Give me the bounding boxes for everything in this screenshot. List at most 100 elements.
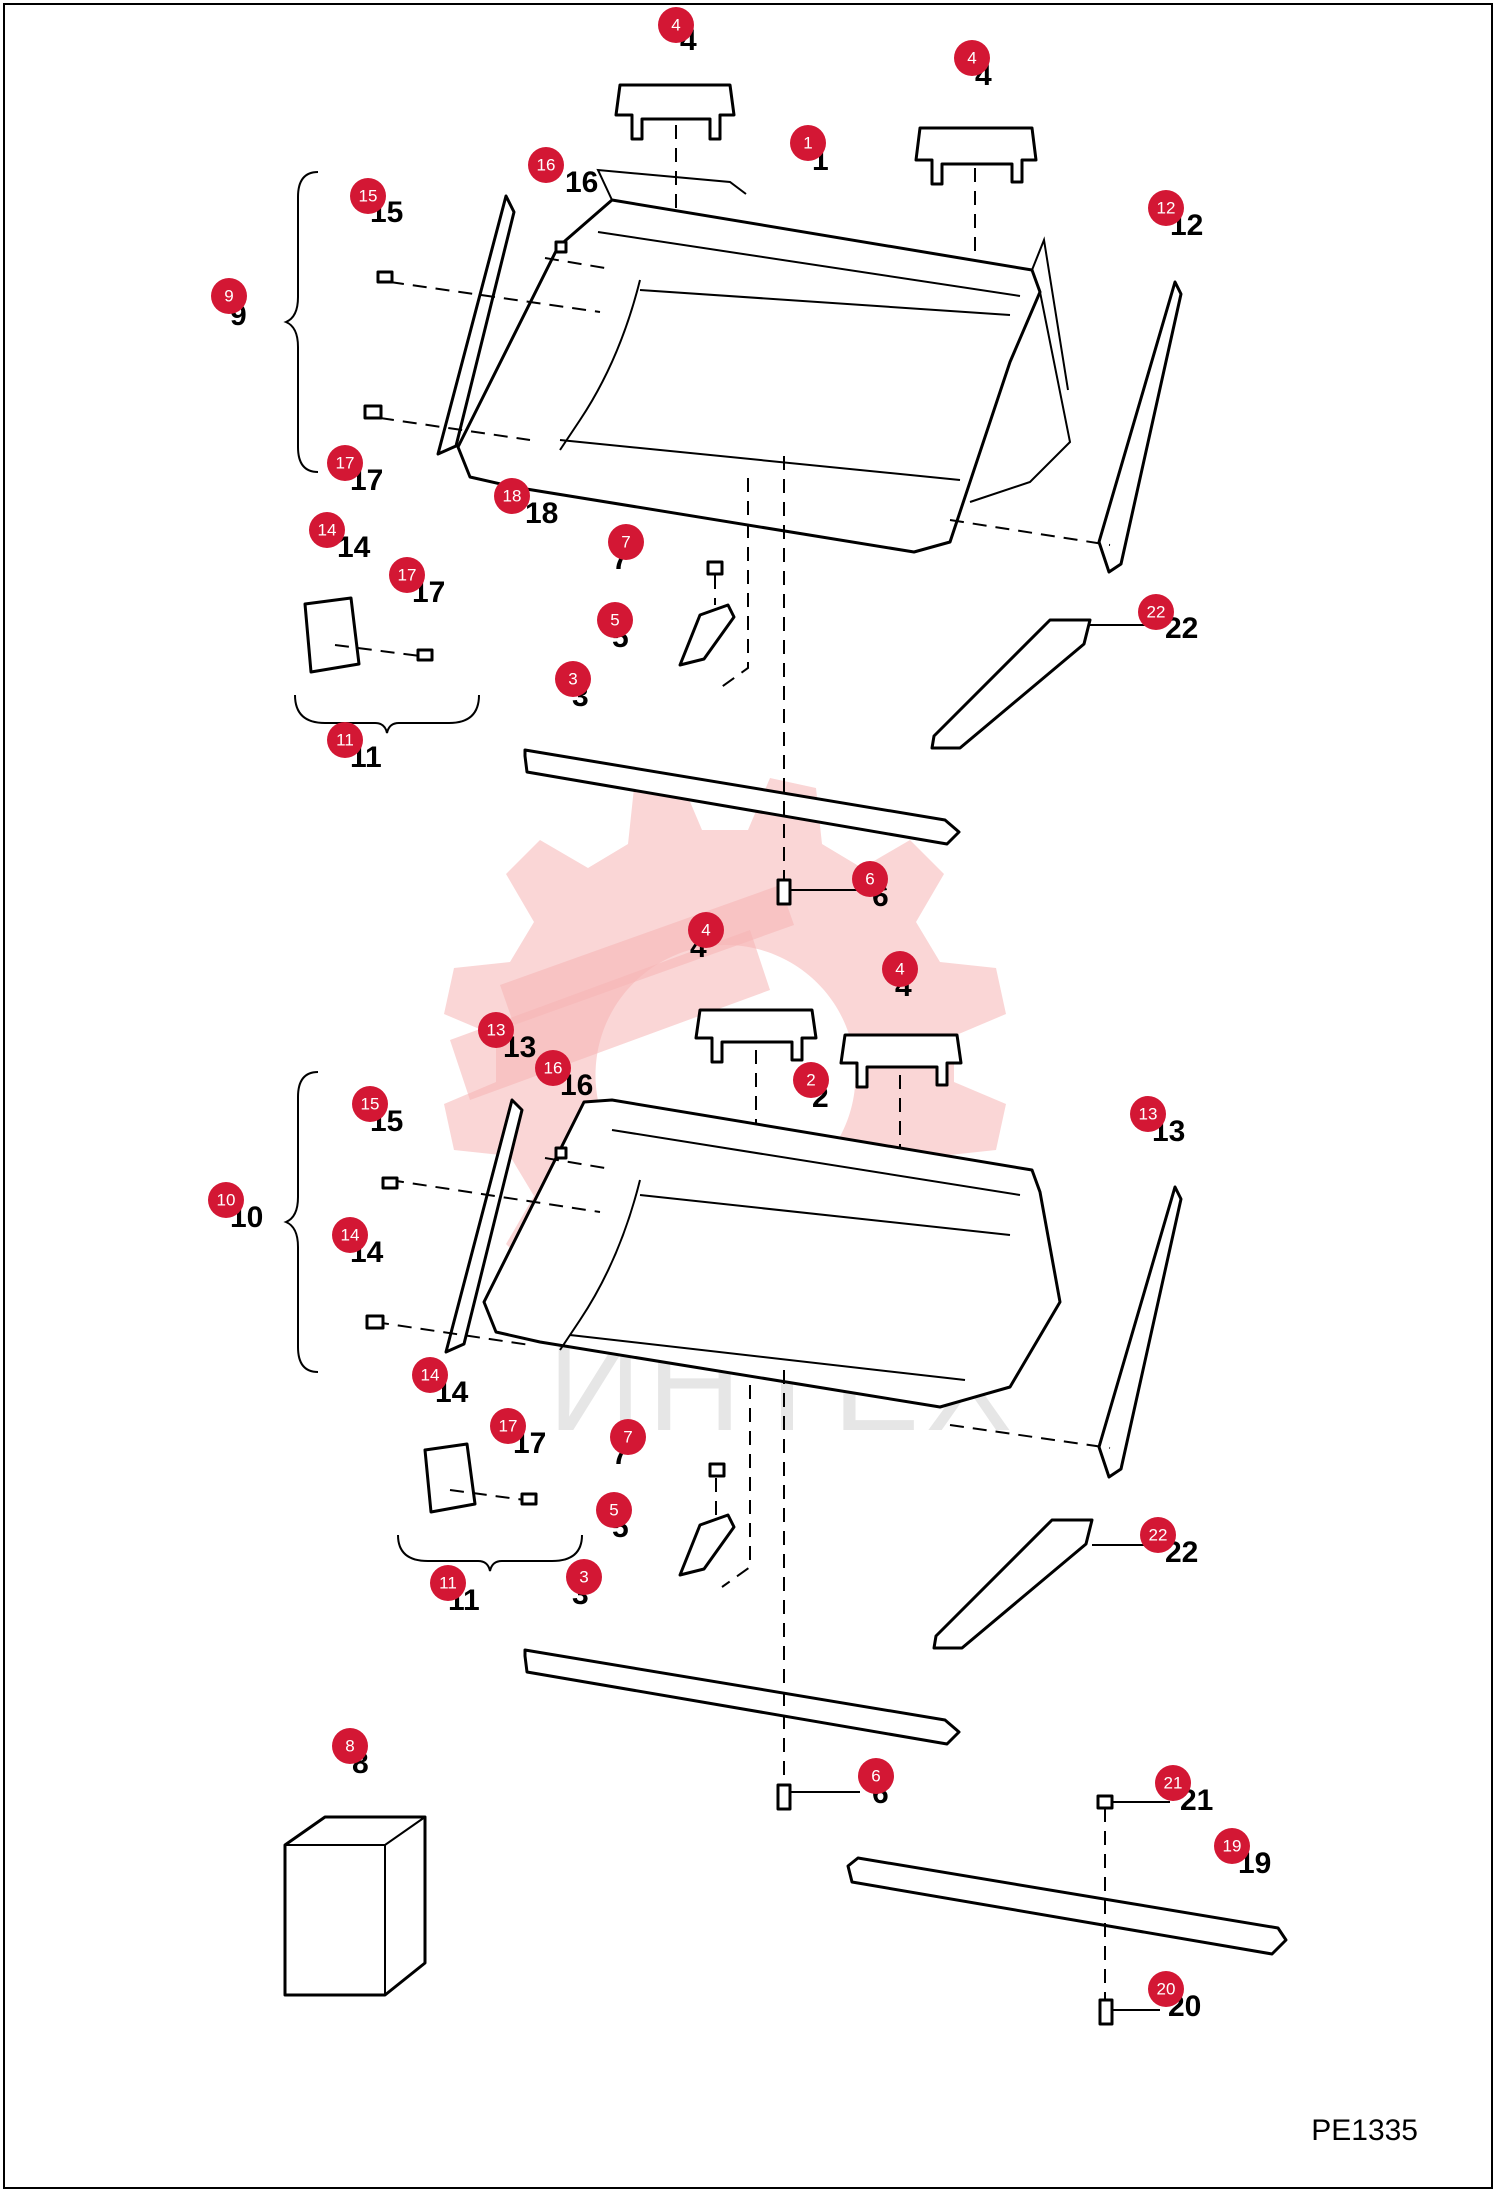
svg-text:8: 8 (345, 1737, 354, 1756)
svg-text:4: 4 (671, 16, 680, 35)
svg-text:14: 14 (318, 521, 337, 540)
callout-badge: 13 (478, 1012, 514, 1048)
svg-text:6: 6 (871, 1767, 880, 1786)
side-plate-shape (1097, 1185, 1183, 1479)
svg-text:22: 22 (1147, 603, 1166, 622)
svg-text:21: 21 (1164, 1774, 1183, 1793)
bolt-shape (376, 270, 394, 284)
drawing-frame (3, 3, 1493, 2189)
svg-text:4: 4 (701, 921, 710, 940)
svg-text:6: 6 (865, 870, 874, 889)
svg-text:13: 13 (1139, 1105, 1158, 1124)
callout-badge: 1 (790, 125, 826, 161)
callout-badge: 15 (350, 178, 386, 214)
svg-text:17: 17 (499, 1417, 518, 1436)
callout-badge: 22 (1140, 1517, 1176, 1553)
callout-badge: 15 (352, 1086, 388, 1122)
callout-badge: 21 (1155, 1765, 1191, 1801)
side-cutter-shape (932, 1518, 1094, 1650)
bracket-shape (423, 1442, 477, 1514)
tooth-bar-shape (694, 1008, 818, 1064)
tooth-shape (678, 603, 736, 667)
callout-badge: 7 (608, 524, 644, 560)
callout-badge: 3 (555, 661, 591, 697)
callout-badge: 10 (208, 1182, 244, 1218)
svg-text:17: 17 (336, 454, 355, 473)
svg-text:5: 5 (609, 1501, 618, 1520)
svg-text:13: 13 (487, 1021, 506, 1040)
callout-badge: 12 (1148, 190, 1184, 226)
svg-text:16: 16 (537, 156, 556, 175)
callout-badge: 11 (430, 1565, 466, 1601)
callout-badge: 4 (882, 951, 918, 987)
bolt-shape (363, 404, 383, 420)
bucket-body-shape (456, 198, 1042, 554)
side-plate-shape (436, 194, 516, 456)
callout-badge: 6 (858, 1758, 894, 1794)
side-plate-shape (444, 1098, 524, 1354)
svg-text:3: 3 (579, 1568, 588, 1587)
callout-badge: 9 (211, 278, 247, 314)
svg-text:7: 7 (621, 533, 630, 552)
callout-badge: 14 (332, 1217, 368, 1253)
callout-badge: 20 (1148, 1971, 1184, 2007)
callout-badge: 2 (793, 1062, 829, 1098)
callout-badge: 4 (954, 40, 990, 76)
svg-text:19: 19 (1223, 1837, 1242, 1856)
svg-text:4: 4 (895, 960, 904, 979)
bottom-bucket-assembly (283, 1008, 1288, 2026)
callout-number: 16 (565, 166, 598, 199)
svg-text:10: 10 (217, 1191, 236, 1210)
callout-badge: 8 (332, 1728, 368, 1764)
callout-badge: 11 (327, 722, 363, 758)
cutting-edge-shape (846, 1856, 1288, 1956)
nut-shape (554, 240, 568, 254)
callout-badge: 6 (852, 861, 888, 897)
parts-box-shape (283, 1815, 427, 1997)
cutting-edge-shape (523, 1648, 961, 1746)
svg-text:16: 16 (544, 1059, 563, 1078)
callout-badge: 14 (412, 1357, 448, 1393)
bracket-shape (303, 596, 361, 674)
svg-text:15: 15 (359, 187, 378, 206)
callout-badge: 22 (1138, 594, 1174, 630)
top-bucket-assembly (283, 83, 1183, 906)
tooth-shape (678, 1513, 736, 1577)
svg-text:17: 17 (398, 566, 417, 585)
svg-text:1: 1 (803, 134, 812, 153)
tooth-bar-shape (614, 83, 736, 141)
bucket-body-shape (482, 1098, 1062, 1409)
svg-text:11: 11 (336, 731, 354, 750)
svg-text:9: 9 (224, 287, 233, 306)
svg-text:7: 7 (623, 1428, 632, 1447)
callout-badge: 18 (494, 478, 530, 514)
callout-number: 18 (525, 497, 558, 530)
side-plate-shape (1097, 280, 1183, 574)
drawing-code: PE1335 (1311, 2114, 1418, 2147)
svg-text:2: 2 (806, 1071, 815, 1090)
callout-badge: 19 (1214, 1828, 1250, 1864)
svg-text:14: 14 (421, 1366, 440, 1385)
callout-badge: 4 (688, 912, 724, 948)
tooth-bar-shape (914, 126, 1038, 186)
callout-badge: 7 (610, 1419, 646, 1455)
svg-text:12: 12 (1157, 199, 1176, 218)
callout-badge: 13 (1130, 1096, 1166, 1132)
callout-badge: 5 (596, 1492, 632, 1528)
callout-badge: 14 (309, 512, 345, 548)
tooth-bar-shape (839, 1033, 963, 1089)
svg-text:5: 5 (610, 611, 619, 630)
svg-text:4: 4 (967, 49, 976, 68)
callout-badge: 16 (535, 1050, 571, 1086)
callout-badge: 16 (528, 147, 564, 183)
svg-text:22: 22 (1149, 1526, 1168, 1545)
svg-text:15: 15 (361, 1095, 380, 1114)
callout-badge: 4 (658, 7, 694, 43)
svg-text:11: 11 (439, 1574, 457, 1593)
svg-text:3: 3 (568, 670, 577, 689)
callout-badge: 5 (597, 602, 633, 638)
callout-badge: 17 (389, 557, 425, 593)
svg-text:20: 20 (1157, 1980, 1176, 1999)
